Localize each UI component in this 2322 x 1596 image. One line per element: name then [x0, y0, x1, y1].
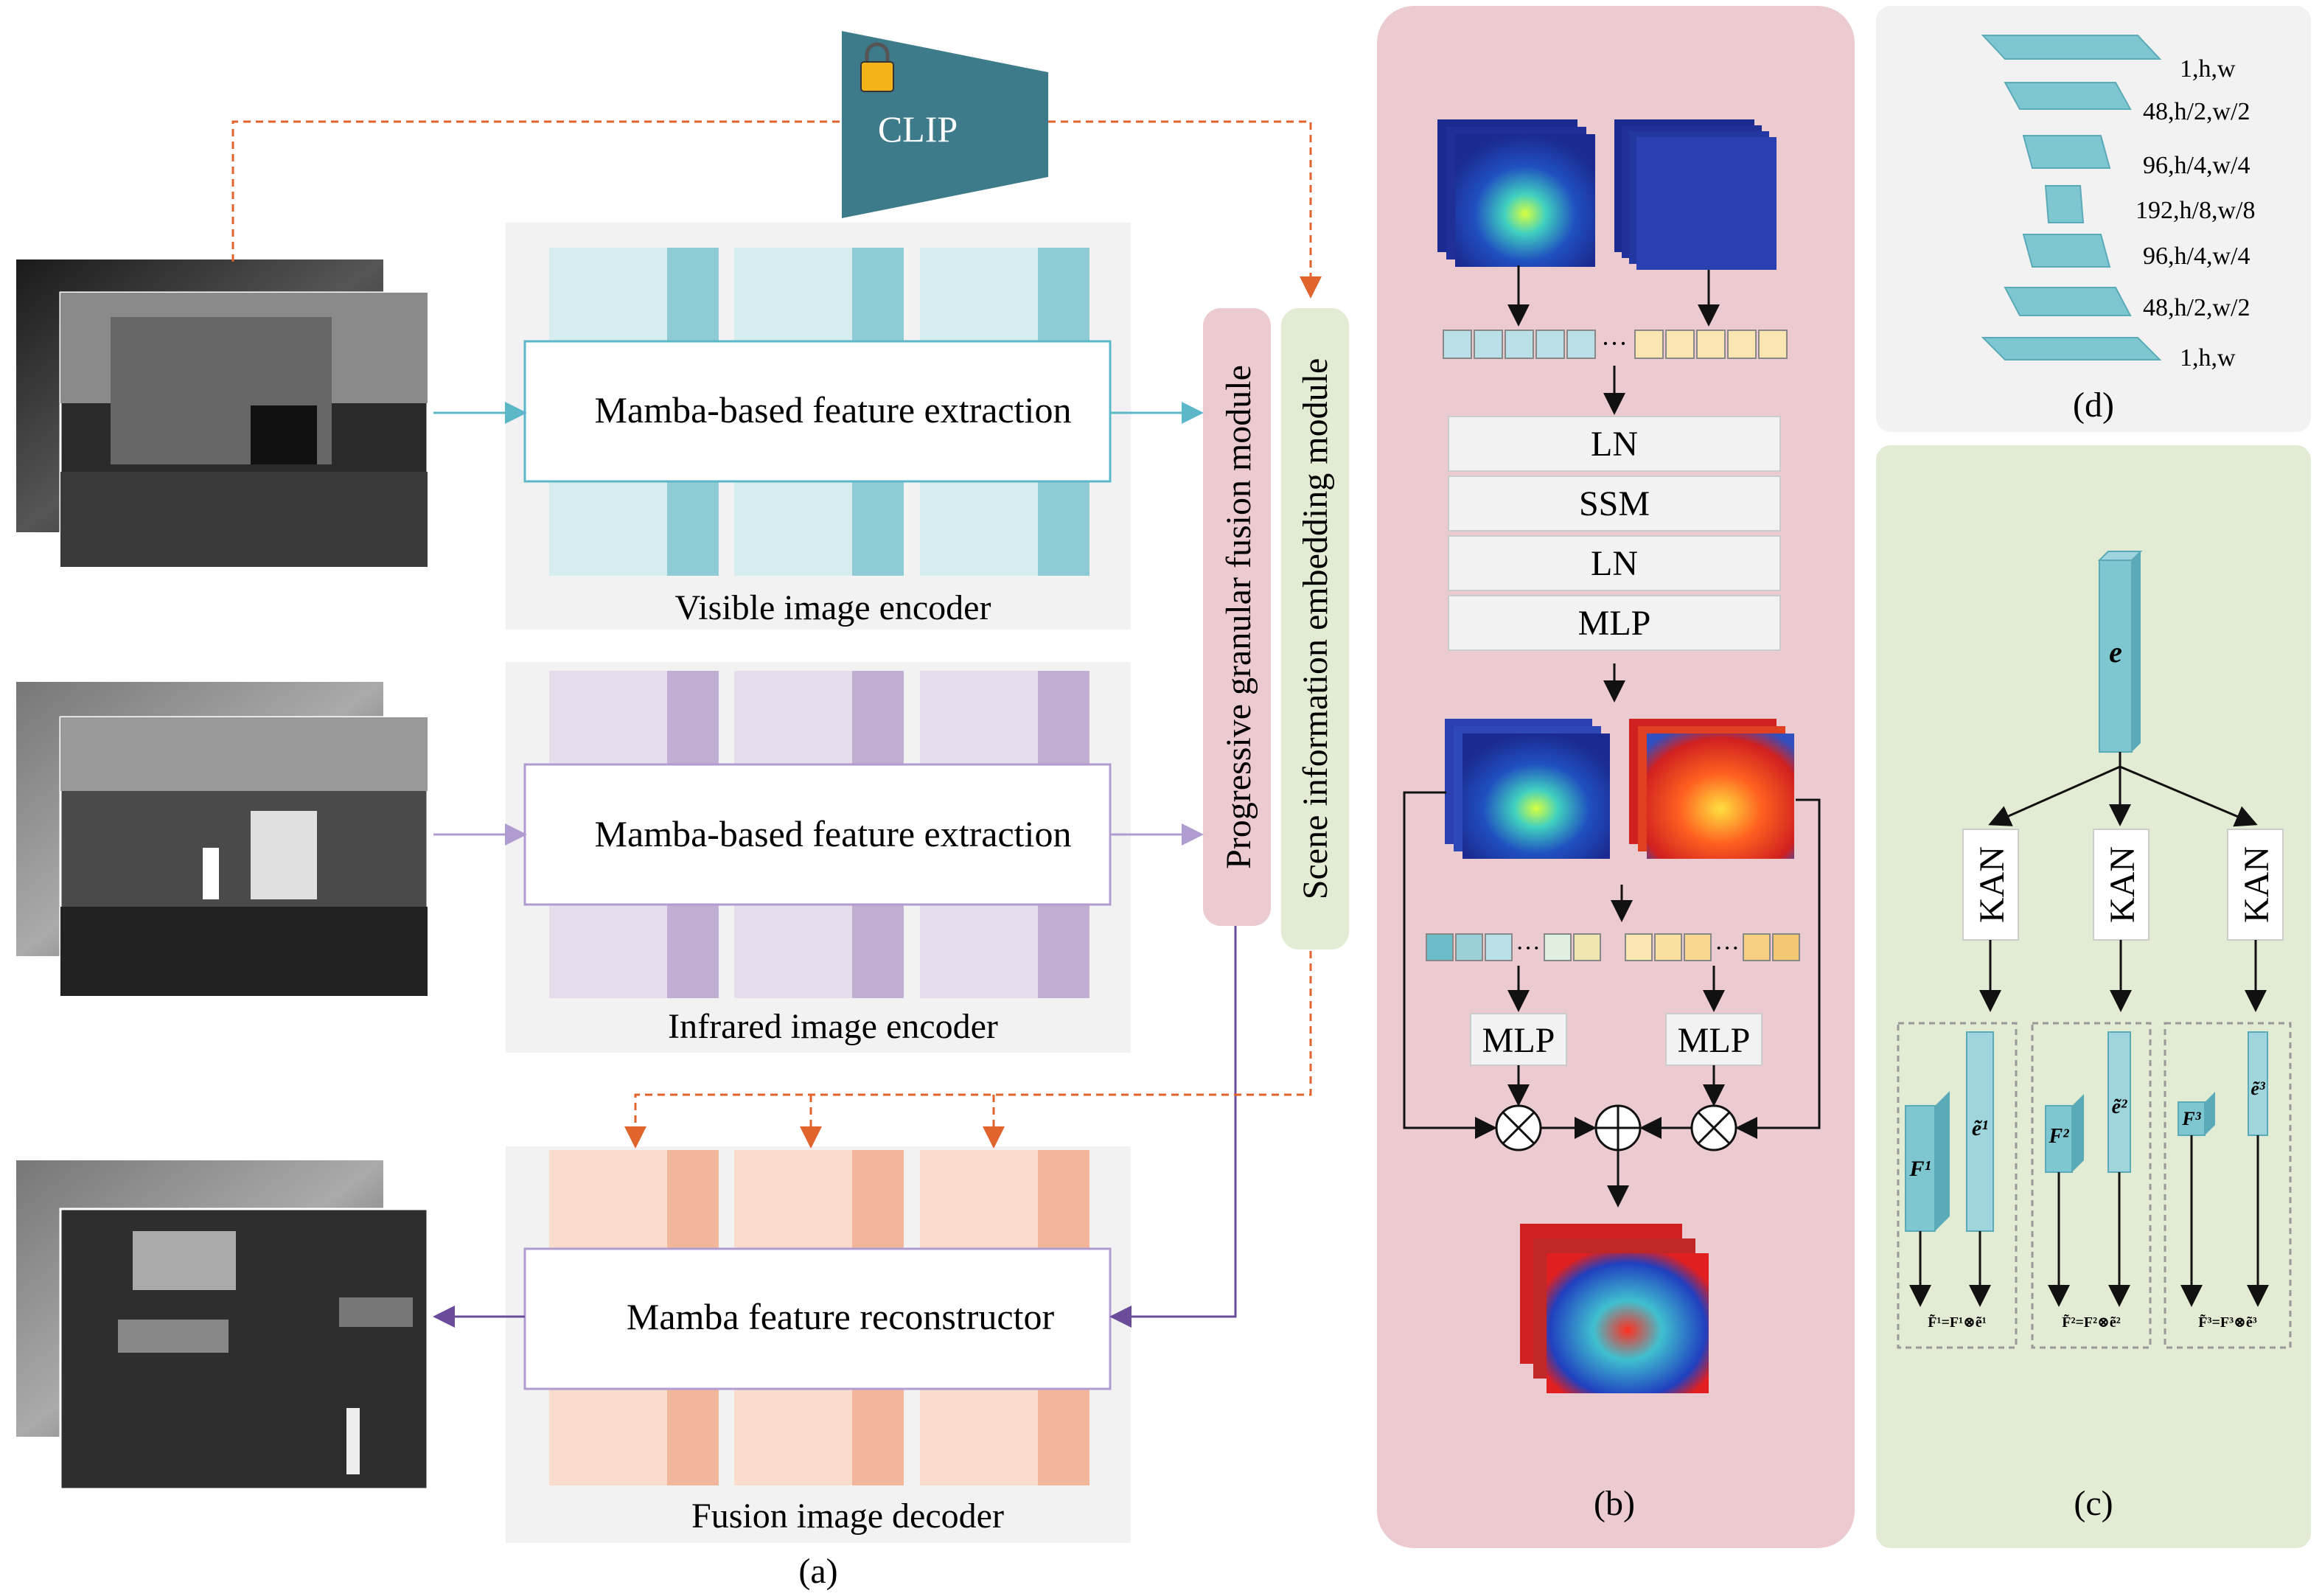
right-skip-line	[1735, 798, 1821, 1139]
f1-block	[1905, 1105, 1936, 1232]
kan-label-1: KAN	[1973, 846, 2012, 923]
group-1	[1897, 1022, 2018, 1349]
mlp-right-box	[1665, 1013, 1763, 1066]
kan-box-2: KAN	[2093, 829, 2150, 941]
e-tilde-2-label: ẽ²	[2112, 1095, 2127, 1118]
panel-c: e KAN KAN KAN F¹ ẽ¹ F̃	[1876, 445, 2311, 1548]
e-tilde-1-block	[1966, 1031, 1994, 1232]
layer-6: 48,h/2,w/2	[2143, 294, 2250, 321]
token-ellipsis-left: ···	[1516, 935, 1541, 962]
token-ellipsis-top: ···	[1601, 329, 1628, 358]
e-tilde-3-label: ẽ³	[2250, 1078, 2266, 1099]
e-tilde-2-block	[2107, 1031, 2131, 1173]
clip-label: CLIP	[878, 108, 958, 150]
e-vector: e	[2097, 551, 2143, 753]
caption-b: (b)	[1594, 1484, 1635, 1523]
layer-5: 96,h/4,w/4	[2143, 243, 2250, 270]
equation-3: F̃³=F³⊗ẽ³	[2198, 1314, 2256, 1331]
fusion-to-decoder-arrow	[1109, 926, 1237, 1328]
token-row-left	[1426, 933, 1601, 961]
unet-layers	[1981, 35, 2162, 360]
token-row-top	[1443, 330, 1788, 359]
f1-label: F¹	[1908, 1157, 1931, 1181]
feature-stack-left	[1437, 119, 1595, 267]
infrared-encoder: Mamba-based feature extraction Infrared …	[506, 662, 1131, 1053]
equation-1: F̃¹=F¹⊗ẽ¹	[1928, 1314, 1986, 1331]
output-map-left	[1445, 719, 1610, 859]
stack-ln-2: LN	[1591, 544, 1638, 583]
layer-3: 96,h/4,w/4	[2143, 152, 2250, 179]
infrared-encoder-caption: Infrared image encoder	[668, 1007, 998, 1046]
layer-7: 1,h,w	[2180, 344, 2236, 372]
layer-4: 192,h/8,w/8	[2136, 197, 2255, 224]
group-3	[2164, 1022, 2292, 1349]
fusion-module-bar: Progressive granular fusion module	[1203, 308, 1271, 926]
visible-encoder: Mamba-based feature extraction Visible i…	[506, 223, 1131, 630]
kan-box-3: KAN	[2227, 829, 2284, 941]
multiply-right-icon	[1690, 1104, 1737, 1151]
fused-feature-stack	[1520, 1224, 1709, 1393]
kan-label-3: KAN	[2237, 846, 2276, 923]
e-to-kan1-arrow	[1988, 765, 2121, 826]
layer-1: 1,h,w	[2180, 55, 2236, 83]
visible-image-stack	[16, 259, 429, 568]
mamba-layer-stack: LN SSM LN MLP	[1448, 416, 1781, 651]
infrared-image-stack	[16, 682, 429, 997]
scene-module-label: Scene information embedding module	[1296, 358, 1335, 899]
panel-d: 1,h,w 48,h/2,w/2 96,h/4,w/4 192,h/8,w/8 …	[1876, 6, 2311, 432]
layer-2: 48,h/2,w/2	[2143, 98, 2250, 125]
multiply-left-icon	[1495, 1104, 1542, 1151]
infrared-block-label: Mamba-based feature extraction	[595, 813, 1072, 854]
e-label: e	[2109, 635, 2122, 669]
panel-a: CLIP Mamba-based feature extraction Visi…	[16, 31, 1349, 1591]
panel-b: ··· LN SSM LN MLP	[1377, 6, 1855, 1548]
output-map-right	[1629, 719, 1794, 859]
kan-box-1: KAN	[1962, 829, 2019, 941]
mlp-right-label: MLP	[1678, 1021, 1751, 1060]
fusion-module-label: Progressive granular fusion module	[1219, 365, 1258, 869]
visible-block-label: Mamba-based feature extraction	[595, 389, 1072, 431]
left-skip-line	[1403, 791, 1497, 1139]
stack-mlp: MLP	[1578, 604, 1651, 643]
stack-ssm: SSM	[1579, 484, 1650, 523]
f2-block	[2045, 1105, 2073, 1173]
equation-2: F̃²=F²⊗ẽ²	[2062, 1314, 2120, 1331]
caption-c: (c)	[2074, 1484, 2113, 1523]
kan-label-2: KAN	[2103, 846, 2142, 923]
e-tilde-1-label: ẽ¹	[1972, 1116, 1988, 1140]
f3-label: F³	[2181, 1108, 2201, 1129]
feature-stack-right	[1614, 119, 1777, 270]
fusion-decoder: Mamba feature reconstructor Fusion image…	[506, 1146, 1131, 1543]
token-ellipsis-right: ···	[1715, 935, 1740, 962]
fused-image-stack	[16, 1160, 429, 1491]
e-tilde-3-block	[2248, 1031, 2268, 1136]
e-to-kan3-arrow	[2119, 765, 2258, 827]
mlp-left-label: MLP	[1482, 1021, 1555, 1060]
token-row-right	[1625, 933, 1800, 961]
visible-encoder-caption: Visible image encoder	[675, 588, 991, 627]
clip-dashed-lines	[231, 120, 1322, 1149]
scene-module-bar: Scene information embedding module	[1281, 308, 1349, 949]
decoder-caption: Fusion image decoder	[691, 1496, 1004, 1536]
clip-block: CLIP	[842, 31, 1048, 218]
caption-d: (d)	[2073, 386, 2114, 425]
group-2	[2031, 1022, 2152, 1349]
decoder-block-label: Mamba feature reconstructor	[627, 1296, 1055, 1337]
caption-a: (a)	[798, 1552, 837, 1591]
add-icon	[1594, 1104, 1642, 1151]
stack-ln-1: LN	[1591, 425, 1638, 464]
f2-label: F²	[2048, 1125, 2069, 1148]
lock-icon	[860, 42, 894, 92]
